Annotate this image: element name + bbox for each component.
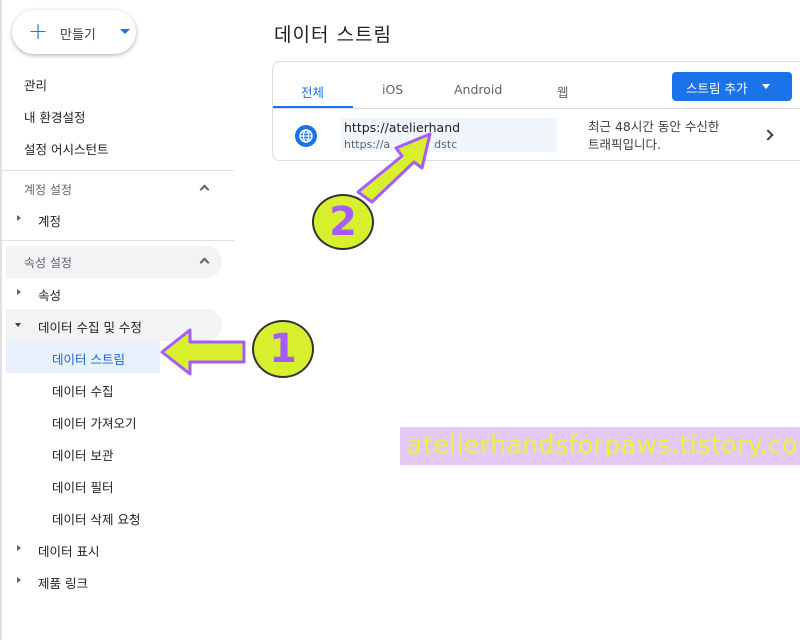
plus-icon: + <box>28 17 49 45</box>
tab-ios[interactable]: iOS <box>382 82 404 97</box>
stream-status-line1: 최근 48시간 동안 수신한 <box>588 119 720 134</box>
annotation-badge-2: 2 <box>312 194 374 250</box>
tab-android[interactable]: Android <box>454 82 503 97</box>
sidebar: + 만들기 관리 내 환경설정 설정 어시스턴트 계정 설정 계정 속성 설정 … <box>0 0 234 640</box>
sidebar-item-data-collection[interactable]: 데이터 수집 <box>52 384 114 399</box>
sidebar-item-data-deletion-requests[interactable]: 데이터 삭제 요청 <box>52 512 141 527</box>
tab-divider <box>273 108 800 109</box>
watermark-bg <box>400 427 800 465</box>
create-button[interactable]: + 만들기 <box>12 10 136 54</box>
stream-status-line2: 트래픽입니다. <box>588 137 661 152</box>
sidebar-item-preferences[interactable]: 내 환경설정 <box>24 110 86 125</box>
active-tab-indicator <box>273 106 353 108</box>
annotation-arrow-1 <box>160 328 246 376</box>
sidebar-item-admin[interactable]: 관리 <box>24 78 48 93</box>
watermark-text: atelierhandsforpaws.tistory.com <box>407 430 800 459</box>
page-title: 데이터 스트림 <box>274 24 392 46</box>
stream-status: 최근 48시간 동안 수신한 트래픽입니다. <box>588 118 738 154</box>
sidebar-item-data-streams[interactable]: 데이터 스트림 <box>52 352 125 367</box>
create-button-label: 만들기 <box>60 28 96 43</box>
tab-all[interactable]: 전체 <box>301 85 325 100</box>
add-stream-label: 스트림 추가 <box>686 81 748 96</box>
tab-web[interactable]: 웹 <box>557 85 569 100</box>
add-stream-button[interactable]: 스트림 추가 <box>672 72 792 101</box>
section-header-property[interactable]: 속성 설정 <box>24 256 72 270</box>
collapse-triangle-icon[interactable] <box>15 323 21 327</box>
section-header-account[interactable]: 계정 설정 <box>24 183 72 197</box>
active-item-bg <box>6 341 160 373</box>
stream-name[interactable]: https://atelierhand <box>344 120 461 135</box>
expand-triangle-icon[interactable] <box>17 289 21 295</box>
expand-triangle-icon[interactable] <box>17 215 21 221</box>
sidebar-item-account[interactable]: 계정 <box>38 214 62 229</box>
sidebar-divider <box>2 240 234 241</box>
sidebar-item-data-filters[interactable]: 데이터 필터 <box>52 480 114 495</box>
chevron-up-icon[interactable] <box>199 184 210 195</box>
caret-down-icon <box>120 29 130 34</box>
stream-row-highlight <box>341 118 557 152</box>
stream-url-tail: dstc <box>434 138 458 151</box>
sidebar-item-data-collection-group[interactable]: 데이터 수집 및 수정 <box>38 320 142 335</box>
annotation-badge-2-label: 2 <box>329 199 357 245</box>
sidebar-item-setup-assistant[interactable]: 설정 어시스턴트 <box>24 142 109 157</box>
annotation-badge-1: 1 <box>252 320 314 378</box>
sidebar-divider <box>2 170 234 171</box>
sidebar-item-product-links[interactable]: 제품 링크 <box>38 576 88 591</box>
stream-url-start: https://a <box>344 138 391 151</box>
sidebar-item-data-display[interactable]: 데이터 표시 <box>38 544 100 559</box>
section-header-bg <box>6 246 222 278</box>
annotation-badge-1-label: 1 <box>269 326 297 372</box>
globe-icon <box>295 125 317 147</box>
sidebar-item-data-import[interactable]: 데이터 가져오기 <box>52 416 137 431</box>
caret-down-icon <box>762 84 770 89</box>
expand-triangle-icon[interactable] <box>17 577 21 583</box>
expand-triangle-icon[interactable] <box>17 545 21 551</box>
sidebar-item-data-retention[interactable]: 데이터 보관 <box>52 448 114 463</box>
stream-url: https://a dstc <box>344 138 457 151</box>
sidebar-item-property[interactable]: 속성 <box>38 288 62 303</box>
annotation-arrow-2 <box>356 132 432 204</box>
